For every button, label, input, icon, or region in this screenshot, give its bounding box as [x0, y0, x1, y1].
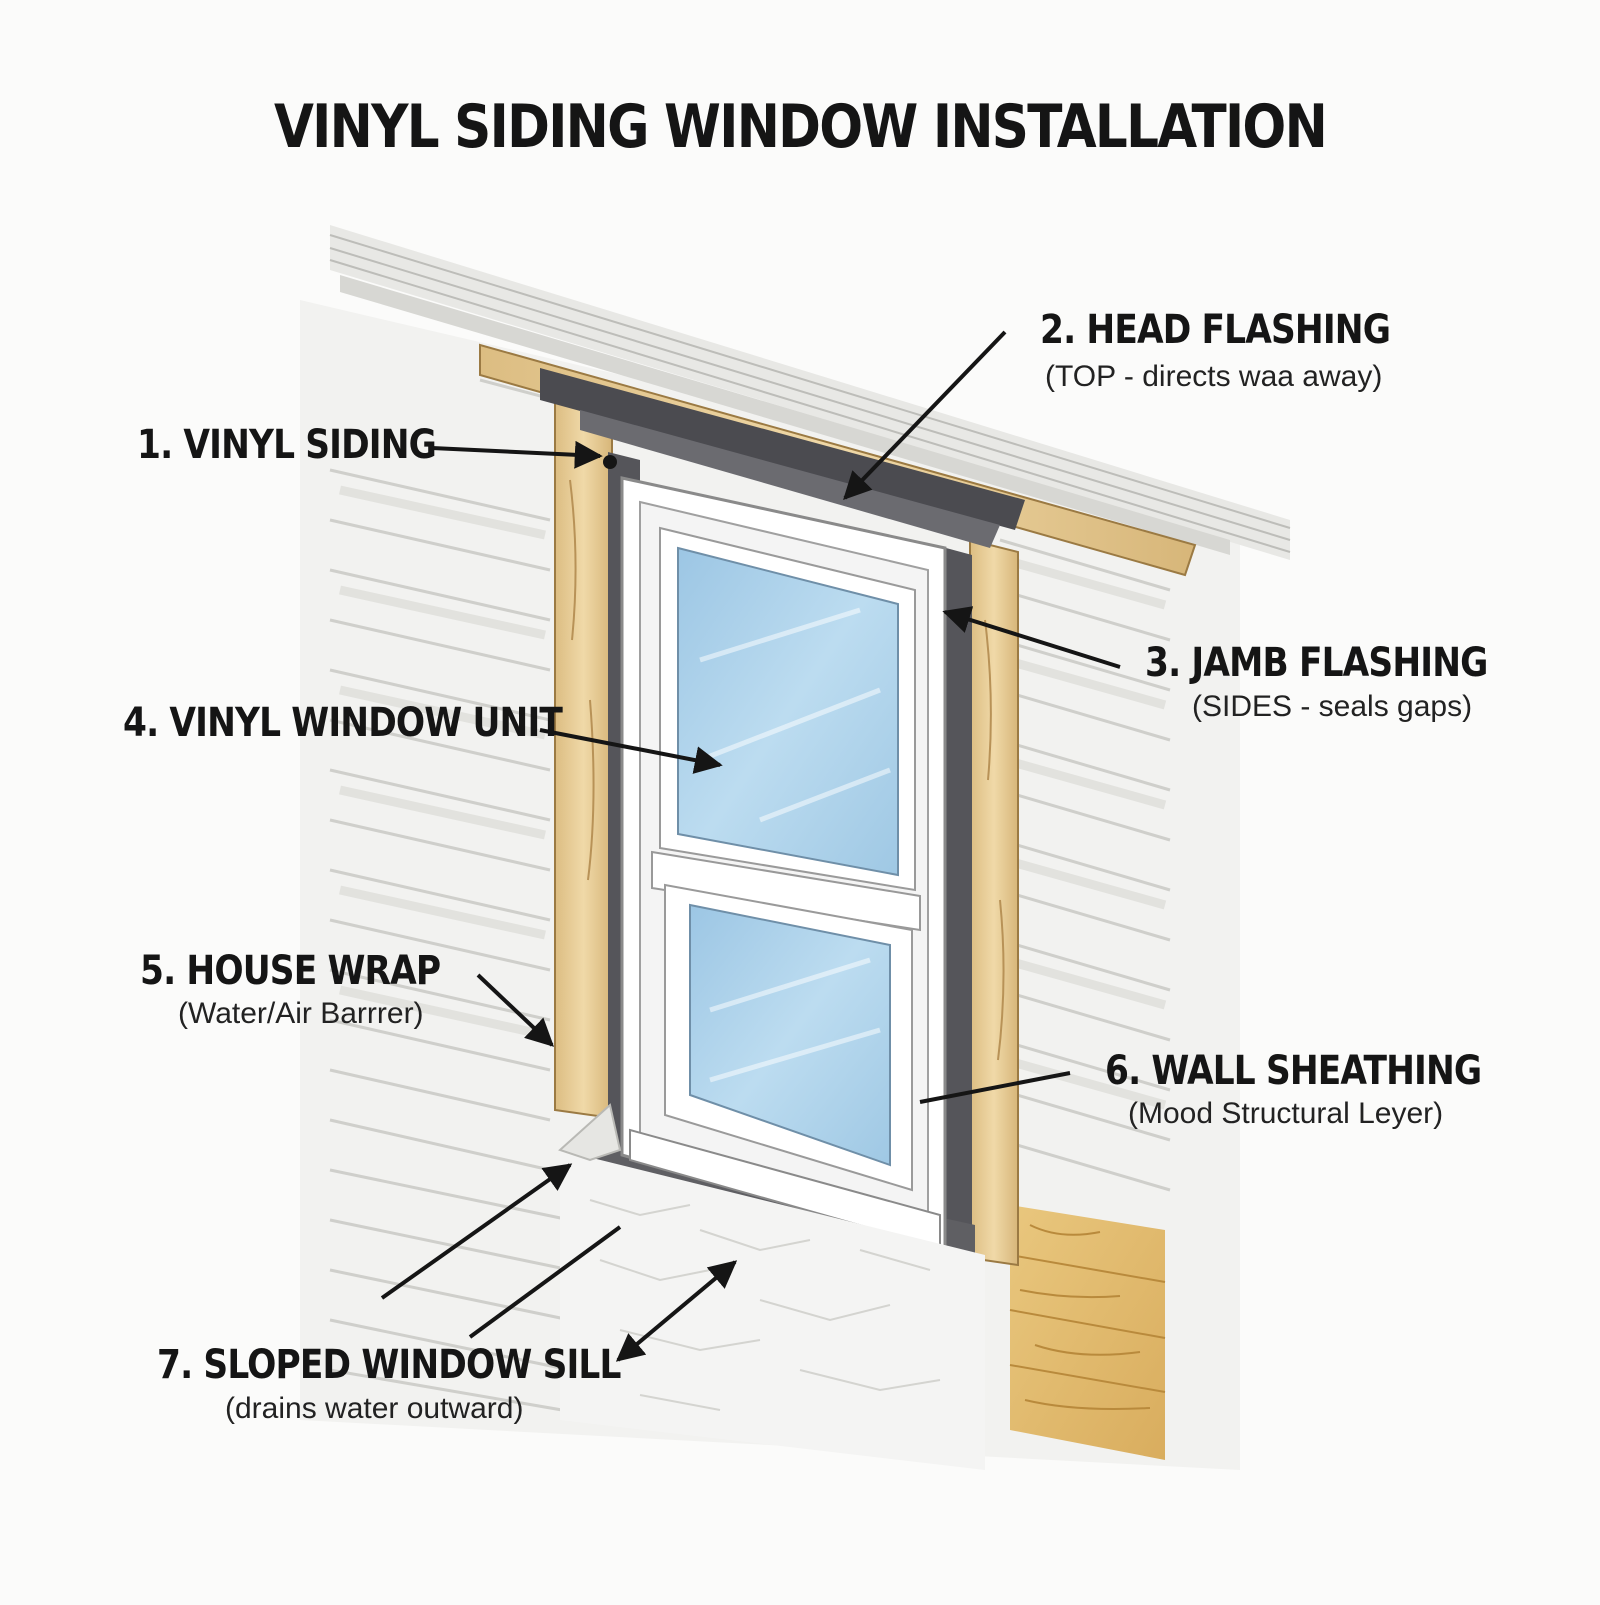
leader-vinyl-window-unit [539, 728, 723, 774]
head-flashing-tape [540, 368, 1025, 548]
leader-house-wrap [476, 973, 555, 1047]
page-title: VINYL SIDING WINDOW INSTALLATION [273, 92, 1328, 162]
leader-sill-2 [468, 1225, 622, 1339]
callout-house-wrap-label: 5. HOUSE WRAP [140, 948, 441, 994]
leader-head-flashing [843, 330, 1007, 501]
callout-jamb-flashing-note: (SIDES - seals gaps) [1192, 690, 1473, 723]
eave-soffit [329, 225, 1291, 560]
wall-sheathing-panel [1009, 1205, 1166, 1460]
leader-vinyl-siding [431, 440, 603, 469]
callout-wall-sheathing-note: (Mood Structural Leyer) [1128, 1097, 1444, 1130]
leader-lines [380, 330, 1121, 1362]
window-unit [620, 476, 947, 1250]
callout-sloped-window-sill-note: (drains water outward) [225, 1392, 524, 1425]
sloped-sill-area [558, 1103, 985, 1470]
callout-wall-sheathing-label: 6. WALL SHEATHING [1105, 1048, 1482, 1094]
leader-vinyl-siding-dot [603, 455, 617, 469]
callout-head-flashing-note: (TOP - directs waa away) [1045, 360, 1383, 393]
callout-head-flashing-label: 2. HEAD FLASHING [1040, 307, 1391, 353]
leader-sill-3 [615, 1260, 738, 1362]
callout-jamb-flashing-label: 3. JAMB FLASHING [1145, 640, 1488, 686]
callout-house-wrap-note: (Water/Air Barrrer) [178, 997, 424, 1030]
leader-sill-1 [380, 1163, 573, 1300]
callout-vinyl-window-unit-label: 4. VINYL WINDOW UNIT [123, 700, 563, 746]
leader-wall-sheathing [919, 1071, 1071, 1104]
leader-jamb-flashing [942, 606, 1121, 669]
callout-vinyl-siding-label: 1. VINYL SIDING [137, 422, 437, 468]
callout-sloped-window-sill-label: 7. SLOPED WINDOW SILL [157, 1342, 621, 1388]
